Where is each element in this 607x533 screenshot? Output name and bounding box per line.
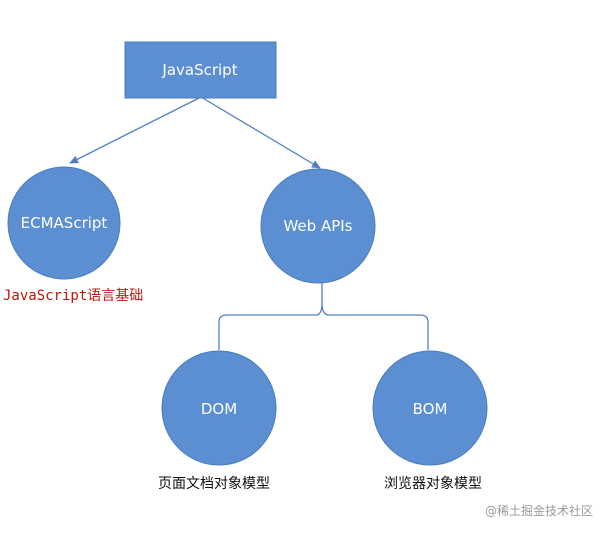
dom-label: DOM	[201, 400, 237, 418]
ecmascript-label: ECMAScript	[21, 214, 108, 232]
bracket-webapis-children	[218, 283, 429, 350]
bom-label: BOM	[413, 400, 448, 418]
bom-caption: 浏览器对象模型	[384, 476, 482, 492]
bom-node	[372, 350, 488, 466]
dom-caption: 页面文档对象模型	[158, 476, 270, 492]
watermark-text: @稀土掘金技术社区	[485, 503, 593, 518]
javascript-node	[124, 41, 277, 99]
ecmascript-caption: JavaScript语言基础	[3, 287, 143, 304]
dom-node	[161, 350, 277, 466]
arrow-root-to-ecmascript	[69, 96, 202, 164]
ecmascript-node	[7, 166, 121, 280]
webapis-node	[260, 168, 376, 284]
webapis-label: Web APIs	[283, 217, 352, 235]
javascript-label: JavaScript	[161, 61, 237, 79]
arrow-root-to-webapis	[200, 96, 321, 169]
